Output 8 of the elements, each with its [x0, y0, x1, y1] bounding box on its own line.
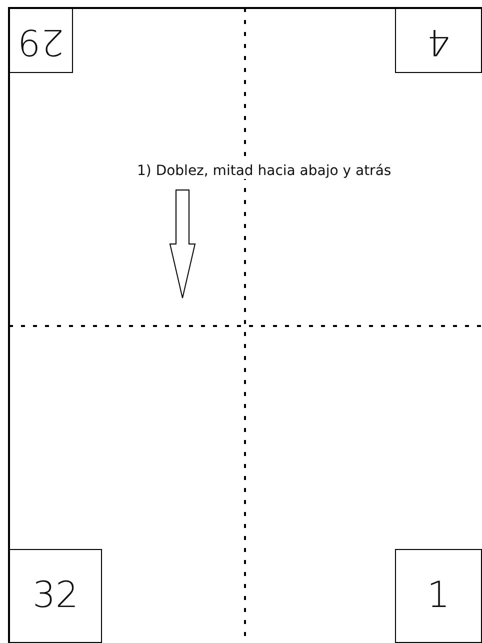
page-number: 1 [427, 578, 450, 614]
page-number: 32 [32, 578, 78, 614]
page-number-box [395, 8, 482, 73]
page-number-box [9, 8, 73, 73]
page-number-box [395, 549, 482, 643]
page-number-box [9, 549, 102, 643]
page-number: 4 [427, 22, 450, 58]
page-number: 29 [18, 22, 64, 58]
